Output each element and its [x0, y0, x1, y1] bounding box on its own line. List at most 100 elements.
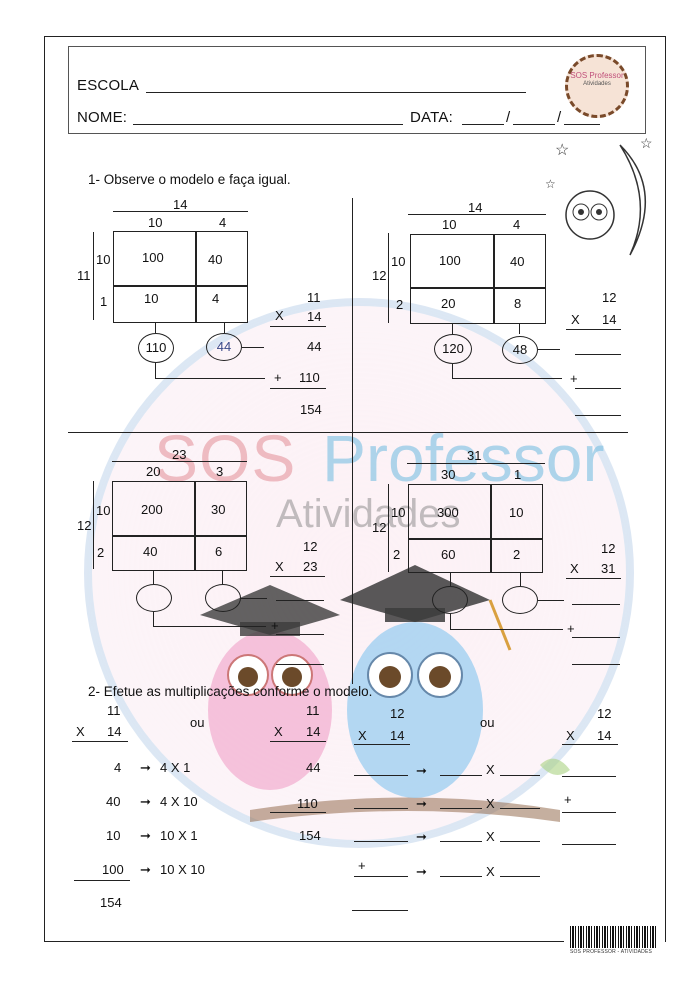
q4-mult-x: X — [570, 561, 579, 576]
connector-line — [224, 323, 225, 333]
connector-line — [74, 880, 130, 881]
quadrant-divider-horizontal — [68, 432, 628, 433]
connector-line — [354, 744, 410, 745]
q4-top-total: 31 — [467, 448, 482, 463]
q2-top-bracket — [408, 214, 546, 215]
q3-answer-line[interactable] — [276, 634, 324, 635]
q2-cell: 40 — [493, 234, 546, 289]
e2-answer-line[interactable] — [440, 876, 482, 877]
q2-cell: 8 — [493, 287, 546, 324]
q1-result: 154 — [300, 402, 322, 417]
exercise-1-title: 1- Observe o modelo e faça igual. — [88, 172, 291, 187]
e2-answer-line[interactable] — [500, 775, 540, 776]
q1-oval-sum-1: 110 — [138, 333, 174, 363]
connector-line — [270, 388, 326, 389]
connector-line — [452, 378, 562, 379]
connector-line — [566, 578, 621, 579]
q2-oval-sum-1: 120 — [434, 334, 472, 364]
date-month-field[interactable] — [513, 124, 555, 125]
q4-cell: 60 — [408, 538, 492, 573]
connector-line — [520, 573, 521, 586]
e2-left-result: 154 — [100, 895, 122, 910]
e2-answer-line[interactable] — [500, 808, 540, 809]
e2-answer-line[interactable] — [562, 812, 616, 813]
watermark-professor: Professor — [322, 421, 605, 495]
e2-right2-bottom: 14 — [597, 728, 612, 743]
e2-left-row-value: 100 — [102, 862, 124, 877]
q1-top-a: 10 — [148, 215, 163, 230]
e2-mid-partial-2: 110 — [297, 796, 318, 811]
e2-answer-line[interactable] — [440, 808, 482, 809]
e2-answer-line[interactable] — [354, 775, 408, 776]
arrow-right-icon: ➞ — [416, 829, 427, 844]
q2-answer-line[interactable] — [575, 354, 621, 355]
q3-oval-blank[interactable] — [136, 584, 172, 612]
q3-answer-line[interactable] — [276, 664, 324, 665]
watermark-atividades: Atividades — [276, 492, 461, 536]
e2-cross: X — [486, 864, 495, 879]
q3-oval-blank[interactable] — [205, 584, 241, 612]
e2-right2-x: X — [566, 728, 575, 743]
q4-oval-blank[interactable] — [502, 586, 538, 614]
e2-answer-line[interactable] — [562, 844, 616, 845]
e2-answer-line[interactable] — [440, 841, 482, 842]
e2-answer-line[interactable] — [354, 808, 408, 809]
arrow-right-icon: ➞ — [140, 760, 151, 775]
q2-top-total: 14 — [468, 200, 483, 215]
q2-answer-line[interactable] — [575, 388, 621, 389]
q3-top-b: 3 — [216, 464, 224, 479]
e2-answer-line[interactable] — [354, 876, 408, 877]
connector-line — [241, 598, 267, 599]
svg-text:☆: ☆ — [555, 142, 569, 159]
q3-side-bracket — [93, 481, 94, 569]
q2-answer-line[interactable] — [575, 415, 621, 416]
q1-mult-x: X — [275, 308, 284, 323]
e2-answer-line[interactable] — [352, 910, 408, 911]
q3-answer-line[interactable] — [276, 600, 324, 601]
e2-right1-plus: + — [358, 858, 366, 873]
date-day-field[interactable] — [462, 124, 504, 125]
q2-cell: 20 — [410, 287, 495, 324]
e2-answer-line[interactable] — [500, 841, 540, 842]
arrow-right-icon: ➞ — [140, 794, 151, 809]
e2-cross: X — [486, 829, 495, 844]
nome-field[interactable] — [133, 124, 403, 125]
q4-plus: + — [567, 621, 575, 636]
e2-mid-bottom: 14 — [306, 724, 321, 739]
e2-right2-top: 12 — [597, 706, 612, 721]
connector-line — [566, 329, 621, 330]
e2-mid-result: 154 — [299, 828, 321, 843]
escola-field[interactable] — [146, 92, 526, 93]
connector-line — [538, 600, 564, 601]
q4-answer-line[interactable] — [572, 604, 620, 605]
connector-line — [450, 573, 451, 586]
e2-right1-x: X — [358, 728, 367, 743]
q3-mult-bottom: 23 — [303, 559, 318, 574]
connector-line — [450, 614, 451, 630]
e2-left-top: 11 — [107, 703, 121, 718]
q4-answer-line[interactable] — [572, 637, 620, 638]
e2-mid-top: 11 — [306, 703, 320, 718]
connector-line — [538, 349, 560, 350]
e2-answer-line[interactable] — [562, 776, 616, 777]
q4-cell: 300 — [408, 484, 492, 540]
date-year-field[interactable] — [564, 124, 600, 125]
arrow-right-icon: ➞ — [416, 763, 427, 778]
connector-line — [519, 324, 520, 334]
q4-answer-line[interactable] — [572, 664, 620, 665]
e2-ou-2: ou — [480, 715, 495, 730]
e2-left-row-value: 10 — [106, 828, 121, 843]
watermark-sos: SOS — [154, 421, 297, 495]
connector-line — [270, 812, 326, 813]
connector-line — [562, 744, 618, 745]
q4-oval-blank[interactable] — [432, 586, 468, 614]
q2-mult-bottom: 14 — [602, 312, 617, 327]
e2-right1-bottom: 14 — [390, 728, 405, 743]
connector-line — [452, 324, 453, 334]
e2-answer-line[interactable] — [440, 775, 482, 776]
e2-right2-plus: + — [564, 792, 572, 807]
connector-line — [155, 378, 265, 379]
e2-answer-line[interactable] — [354, 841, 408, 842]
page-border — [44, 36, 666, 942]
e2-answer-line[interactable] — [500, 876, 540, 877]
